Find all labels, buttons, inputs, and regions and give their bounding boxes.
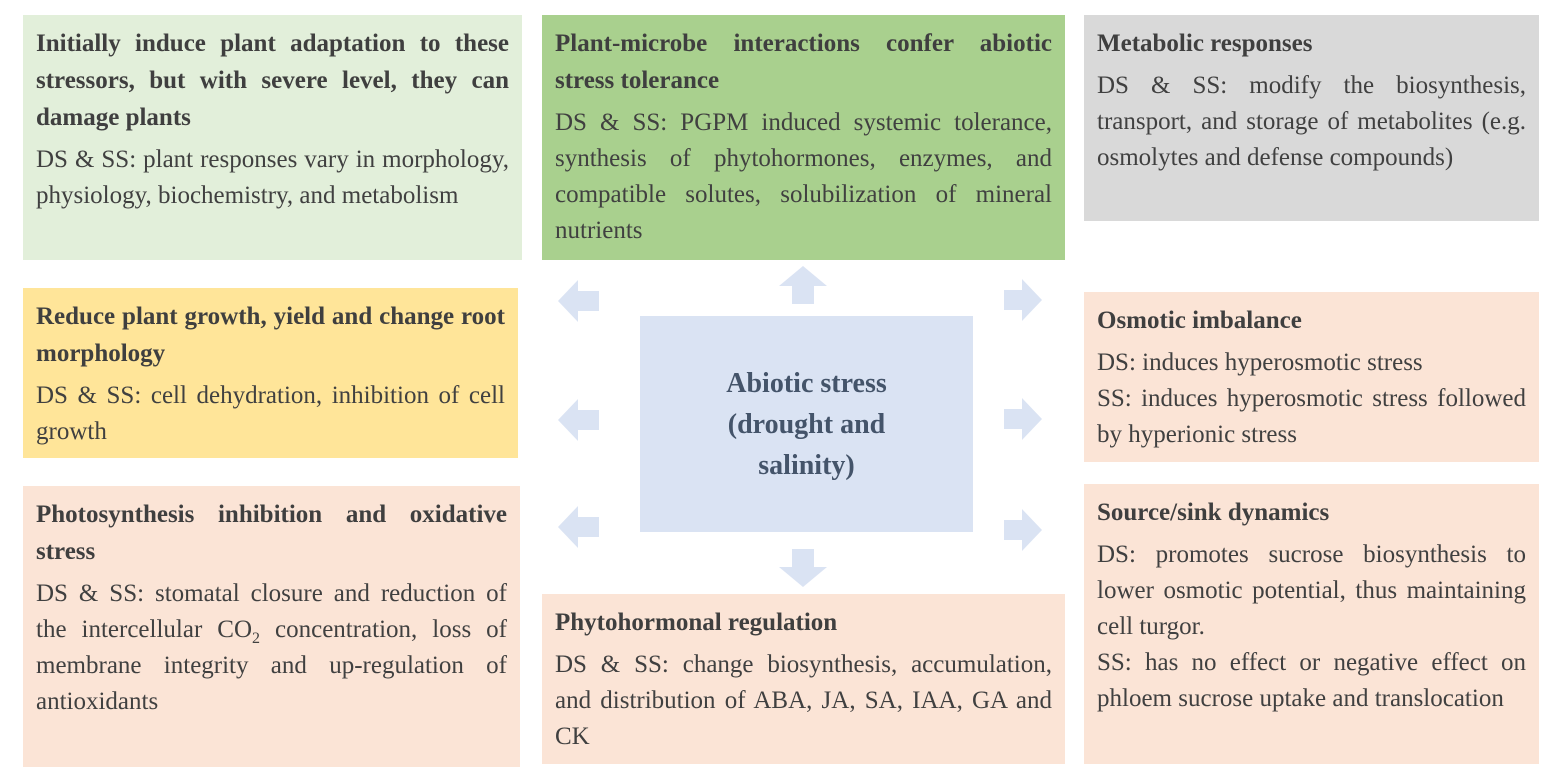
arrow-up-icon bbox=[779, 266, 827, 304]
arrow-left-middle-icon bbox=[558, 399, 599, 441]
adaptation-body: DS & SS: plant responses vary in morphol… bbox=[36, 146, 509, 209]
co2-subscript: 2 bbox=[252, 630, 261, 647]
photosynthesis-body-part2: concentration, loss of membrane integrit… bbox=[36, 616, 507, 715]
metabolic-body: DS & SS: modify the biosynthesis, transp… bbox=[1097, 72, 1526, 171]
photosynthesis-body: DS & SS: stomatal closure and reduction … bbox=[36, 576, 507, 720]
photosynthesis-title: Photosynthesis inhibition and oxidative … bbox=[36, 501, 507, 565]
source-sink-box: Source/sink dynamics DS: promotes sucros… bbox=[1084, 484, 1539, 764]
plant-microbe-box: Plant-microbe interactions confer abioti… bbox=[542, 15, 1065, 260]
arrow-right-top-icon bbox=[1004, 279, 1042, 321]
growth-box: Reduce plant growth, yield and change ro… bbox=[23, 288, 518, 458]
metabolic-box: Metabolic responses DS & SS: modify the … bbox=[1084, 15, 1539, 221]
plant-microbe-body: DS & SS: PGPM induced systemic tolerance… bbox=[555, 109, 1052, 244]
osmotic-box: Osmotic imbalance DS: induces hyperosmot… bbox=[1084, 292, 1539, 462]
osmotic-body-ds: DS: induces hyperosmotic stress bbox=[1097, 349, 1423, 376]
plant-microbe-title: Plant-microbe interactions confer abioti… bbox=[555, 30, 1052, 94]
phytohormonal-title: Phytohormonal regulation bbox=[555, 609, 838, 636]
photosynthesis-body-part1: DS & SS: stomatal closure and reduction … bbox=[36, 580, 507, 643]
source-sink-title: Source/sink dynamics bbox=[1097, 499, 1330, 526]
growth-body: DS & SS: cell dehydration, inhibition of… bbox=[36, 382, 505, 445]
arrow-right-bottom-icon bbox=[1004, 509, 1042, 551]
source-sink-body-ss: SS: has no effect or negative effect on … bbox=[1097, 649, 1526, 712]
photosynthesis-box: Photosynthesis inhibition and oxidative … bbox=[23, 486, 520, 767]
metabolic-title: Metabolic responses bbox=[1097, 30, 1313, 57]
arrow-right-middle-icon bbox=[1004, 398, 1042, 440]
osmotic-title: Osmotic imbalance bbox=[1097, 307, 1302, 334]
arrow-down-icon bbox=[779, 549, 827, 587]
osmotic-body-ss: SS: induces hyperosmotic stress followed… bbox=[1097, 385, 1526, 448]
arrow-left-bottom-icon bbox=[558, 506, 599, 548]
growth-title: Reduce plant growth, yield and change ro… bbox=[36, 303, 505, 367]
phytohormonal-box: Phytohormonal regulation DS & SS: change… bbox=[542, 594, 1065, 764]
phytohormonal-body: DS & SS: change biosynthesis, accumulati… bbox=[555, 651, 1052, 750]
adaptation-box: Initially induce plant adaptation to the… bbox=[23, 15, 522, 260]
adaptation-title: Initially induce plant adaptation to the… bbox=[36, 30, 509, 131]
central-title: Abiotic stress (drought and salinity) bbox=[726, 367, 887, 481]
source-sink-body-ds: DS: promotes sucrose biosynthesis to low… bbox=[1097, 541, 1526, 640]
arrow-left-top-icon bbox=[558, 280, 599, 322]
central-node: Abiotic stress (drought and salinity) bbox=[640, 316, 973, 532]
